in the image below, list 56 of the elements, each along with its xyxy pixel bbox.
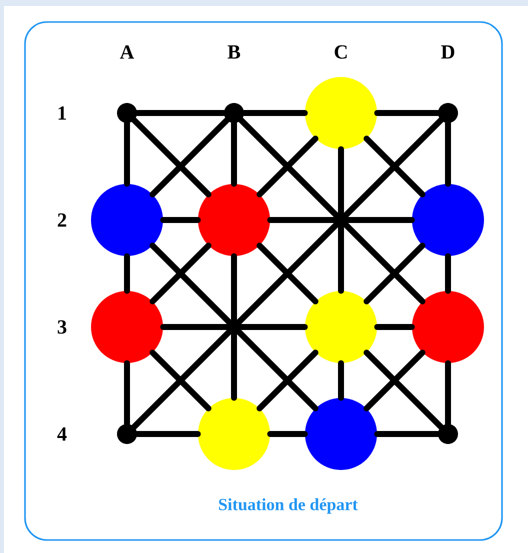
board-point bbox=[224, 103, 244, 123]
board-point bbox=[438, 424, 458, 444]
game-piece bbox=[412, 184, 484, 256]
board-line bbox=[124, 253, 130, 294]
game-piece bbox=[305, 77, 377, 149]
board-line bbox=[131, 117, 212, 198]
row-label: 1 bbox=[58, 106, 66, 120]
board-line bbox=[231, 120, 237, 187]
game-piece bbox=[412, 291, 484, 363]
game-piece bbox=[91, 291, 163, 363]
row-label: 2 bbox=[58, 213, 66, 227]
board-point bbox=[438, 103, 458, 123]
board-line bbox=[267, 431, 308, 437]
board-line bbox=[445, 120, 451, 187]
column-label: D bbox=[441, 45, 454, 59]
board-point bbox=[117, 103, 137, 123]
board-line bbox=[364, 350, 426, 412]
board-line bbox=[160, 324, 308, 330]
game-piece bbox=[91, 184, 163, 256]
board-line bbox=[231, 253, 237, 401]
column-label: B bbox=[228, 45, 240, 59]
board-line bbox=[338, 360, 344, 401]
board-line bbox=[256, 350, 318, 412]
board-line bbox=[374, 324, 415, 330]
board-line bbox=[134, 110, 227, 116]
board-line bbox=[150, 350, 212, 412]
board-line bbox=[445, 253, 451, 294]
board-line bbox=[364, 242, 426, 304]
game-piece bbox=[305, 398, 377, 470]
game-piece bbox=[198, 184, 270, 256]
board-line bbox=[445, 360, 451, 427]
board-line bbox=[160, 217, 201, 223]
board-line bbox=[374, 431, 441, 437]
board-line bbox=[238, 117, 426, 304]
board-line bbox=[374, 110, 441, 116]
board-line bbox=[338, 146, 344, 294]
caption: Situation de départ bbox=[219, 498, 358, 514]
game-piece bbox=[305, 291, 377, 363]
board-line bbox=[364, 136, 426, 198]
board-line bbox=[256, 242, 318, 304]
board-point bbox=[117, 424, 137, 444]
board-line bbox=[150, 117, 230, 198]
game-piece bbox=[198, 398, 270, 470]
board-line bbox=[241, 110, 308, 116]
column-label: A bbox=[120, 45, 134, 59]
board-line bbox=[256, 136, 318, 198]
board-line bbox=[131, 117, 444, 430]
board-line bbox=[364, 350, 444, 430]
board-line bbox=[134, 431, 201, 437]
board-line bbox=[150, 242, 212, 304]
board-line bbox=[267, 217, 415, 223]
board-line bbox=[124, 360, 130, 427]
row-label: 4 bbox=[57, 427, 67, 441]
board-line bbox=[124, 120, 130, 187]
row-label: 3 bbox=[58, 320, 66, 334]
board-line bbox=[150, 242, 318, 412]
